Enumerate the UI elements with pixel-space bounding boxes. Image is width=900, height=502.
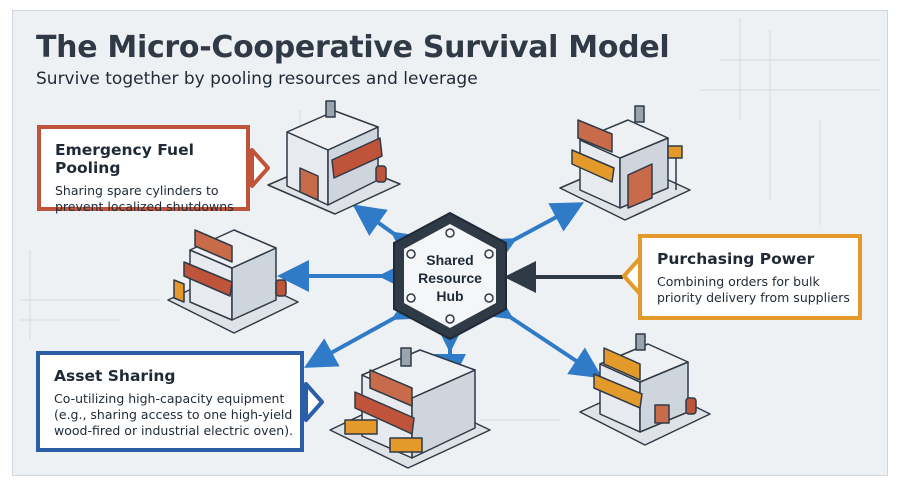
callout-body: Sharing spare cylinders to prevent local… xyxy=(55,183,246,215)
callout-body: Combining orders for bulk priority deliv… xyxy=(657,274,858,306)
shop-illustration-fuel xyxy=(267,100,401,215)
hub-label-line1: Shared xyxy=(426,252,473,268)
arrow-top-left xyxy=(352,204,426,263)
arrow-bottom-left xyxy=(303,290,427,368)
callout-line: prevent localized shutdowns xyxy=(55,199,234,214)
page-subtitle: Survive together by pooling resources an… xyxy=(36,69,478,89)
shared-resource-hub: Shared Resource Hub xyxy=(393,211,507,341)
arrow-top-right xyxy=(481,202,585,268)
callout-line: Sharing spare cylinders to xyxy=(55,183,219,198)
callout-heading: Asset Sharing xyxy=(54,367,176,385)
shop-illustration-bottom xyxy=(329,347,491,469)
page-title: The Micro-Cooperative Survival Model xyxy=(36,30,670,65)
shop-illustration-left xyxy=(167,229,299,334)
callout-line: (e.g., sharing access to one high-yield xyxy=(54,407,293,422)
callout-line: Combining orders for bulk xyxy=(657,274,820,289)
callout-heading: Purchasing Power xyxy=(657,250,815,268)
hub-label-line3: Hub xyxy=(436,288,463,304)
callout-purchasing-power: Purchasing Power Combining orders for bu… xyxy=(638,234,862,320)
callout-line: Co-utilizing high-capacity equipment xyxy=(54,391,285,406)
callout-line: priority delivery from suppliers xyxy=(657,290,850,305)
callout-line: wood-fired or industrial electric oven). xyxy=(54,423,294,438)
callout-pointer-asset xyxy=(304,382,324,422)
callout-emergency-fuel-pooling: Emergency Fuel Pooling Sharing spare cyl… xyxy=(37,125,250,214)
callout-heading: Emergency Fuel Pooling xyxy=(55,141,194,177)
shop-illustration-bottom-right xyxy=(579,333,711,446)
callout-body: Co-utilizing high-capacity equipment (e.… xyxy=(54,391,300,439)
callout-asset-sharing: Asset Sharing Co-utilizing high-capacity… xyxy=(36,351,304,452)
callout-pointer-fuel xyxy=(250,148,270,188)
arrow-bottom-right xyxy=(478,288,603,379)
hub-label-line2: Resource xyxy=(418,270,482,286)
shop-illustration-top-right xyxy=(559,105,691,221)
